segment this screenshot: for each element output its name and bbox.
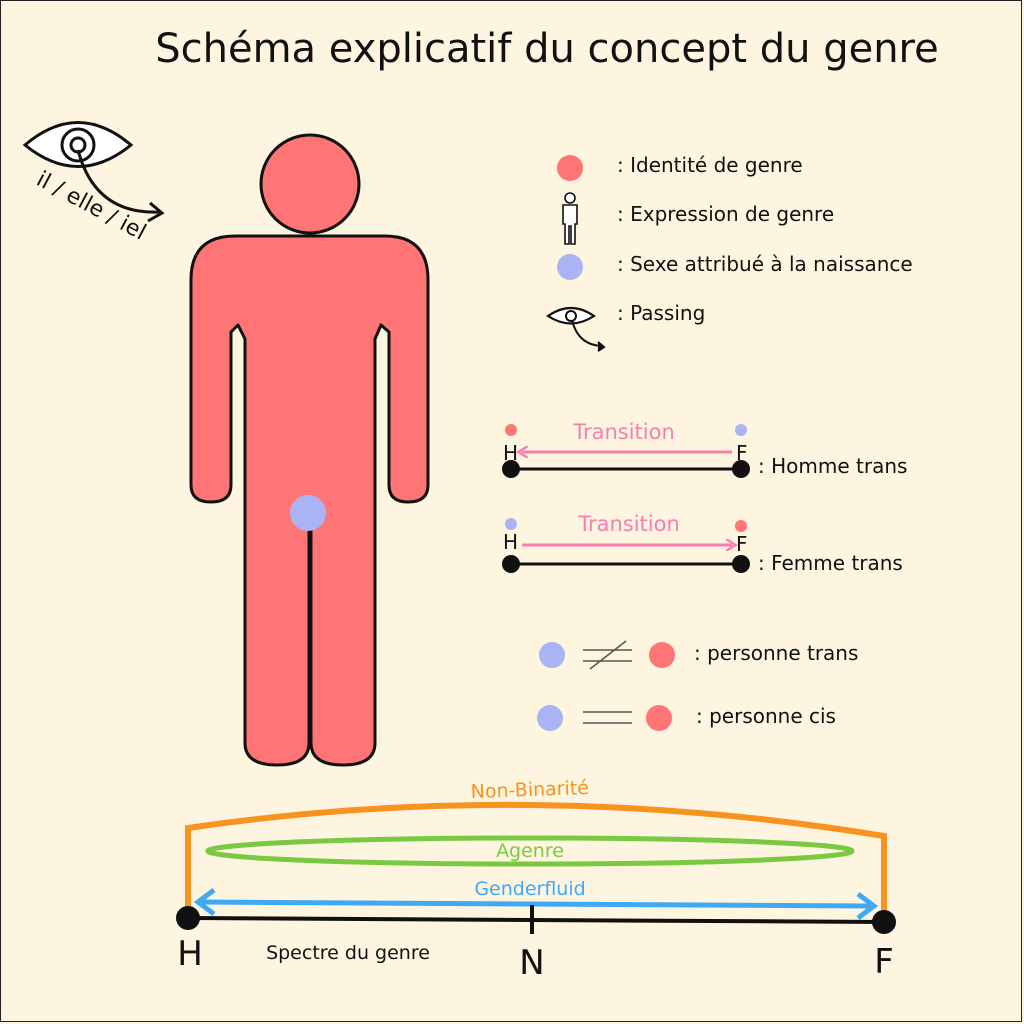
- nonbinary-label: Non-Binarité: [470, 777, 589, 803]
- identity-dot: [505, 424, 517, 436]
- genderfluid-label: Genderfluid: [474, 878, 585, 900]
- spectrum-line: [187, 916, 885, 924]
- trans-woman-diagram: H F Transition : Femme trans: [502, 512, 903, 575]
- page-title: Schéma explicatif du concept du genre: [155, 26, 939, 72]
- sex-dot: [290, 495, 326, 531]
- identity-dot: [735, 520, 747, 532]
- cis-comparison: : personne cis: [537, 704, 836, 731]
- trans-woman-label: : Femme trans: [758, 551, 903, 575]
- h-label: H: [503, 441, 518, 465]
- passing-eye-icon: [22, 121, 165, 223]
- trans-man-diagram: H F Transition : Homme trans: [502, 420, 907, 478]
- not-equal-icon: [589, 640, 627, 670]
- transition-label: Transition: [577, 512, 680, 536]
- passing-small-eye-icon: [546, 306, 606, 352]
- trans-man-label: : Homme trans: [758, 454, 907, 478]
- legend-expression: : Expression de genre: [617, 202, 834, 226]
- h-pole-label: H: [177, 934, 203, 974]
- n-label: N: [519, 943, 544, 983]
- sex-dot-icon: [557, 254, 583, 280]
- legend-identity: : Identité de genre: [617, 153, 803, 177]
- trans-person-label: : personne trans: [694, 641, 858, 665]
- sex-dot: [735, 424, 747, 436]
- figure-head: [259, 133, 361, 235]
- gender-identity-figure: [189, 133, 430, 767]
- identity-dot-icon: [557, 155, 583, 181]
- legend-passing: : Passing: [617, 301, 705, 325]
- transition-label: Transition: [572, 420, 675, 444]
- cis-person-label: : personne cis: [696, 704, 836, 728]
- f-pole-label: F: [874, 942, 894, 982]
- gender-spectrum: Non-Binarité Agenre Genderfluid H N F Sp…: [176, 777, 896, 983]
- sex-dot: [505, 518, 517, 530]
- person-icon: [562, 192, 578, 245]
- f-label: F: [736, 441, 748, 465]
- spectrum-label: Spectre du genre: [266, 942, 430, 964]
- legend-sex: : Sexe attribué à la naissance: [617, 252, 913, 276]
- h-label: H: [503, 530, 518, 554]
- trans-comparison: : personne trans: [539, 640, 858, 670]
- nonbinary-arc: [185, 801, 887, 918]
- f-label: F: [736, 532, 748, 556]
- genderfluid-arrow: [199, 899, 873, 909]
- agender-label: Agenre: [496, 840, 564, 862]
- agender-ellipse: [205, 835, 855, 867]
